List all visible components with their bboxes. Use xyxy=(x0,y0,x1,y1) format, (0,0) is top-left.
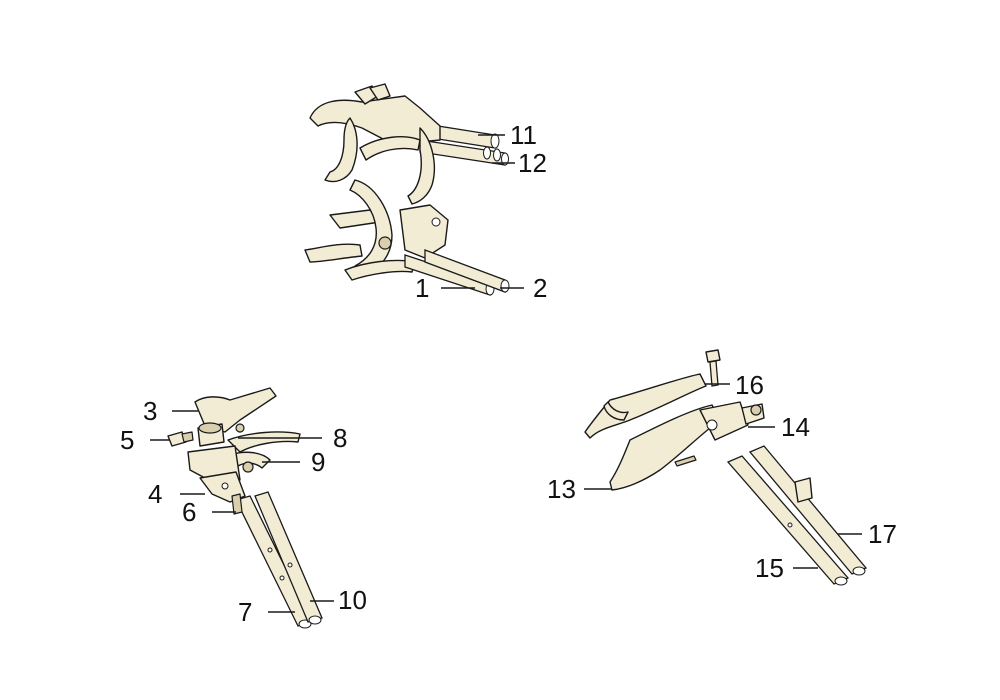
roll-pin xyxy=(674,455,697,467)
callout-6: 6 xyxy=(182,497,196,527)
bolt-16 xyxy=(705,349,721,387)
callout-9: 9 xyxy=(311,447,325,477)
shift-rail-12 xyxy=(419,139,509,166)
upper-shift-fork xyxy=(309,83,441,205)
callout-13: 13 xyxy=(547,474,576,504)
shift-fork-9 xyxy=(229,451,271,473)
callout-15: 15 xyxy=(755,553,784,583)
bolt-5 xyxy=(167,431,194,447)
shift-fork-16 xyxy=(584,373,707,439)
callout-8: 8 xyxy=(333,423,347,453)
callout-3: 3 xyxy=(143,396,157,426)
lower-shift-fork xyxy=(304,179,449,281)
callouts: 11 12 1 2 3 5 8 9 4 6 7 10 16 xyxy=(120,120,897,627)
callout-12: 12 xyxy=(518,148,547,178)
shift-rail-2 xyxy=(424,249,510,293)
callout-10: 10 xyxy=(338,585,367,615)
callout-16: 16 xyxy=(735,370,764,400)
callout-5: 5 xyxy=(120,425,134,455)
top-shift-fork-assembly xyxy=(304,83,510,296)
callout-7: 7 xyxy=(238,597,252,627)
shift-fork-13 xyxy=(609,401,765,491)
shift-rail-10 xyxy=(254,491,323,625)
callout-4: 4 xyxy=(148,479,162,509)
right-shift-fork-assembly xyxy=(584,349,868,586)
callout-11: 11 xyxy=(510,120,537,150)
pin-6 xyxy=(231,493,243,515)
shift-rail-17 xyxy=(748,445,868,576)
callout-2: 2 xyxy=(533,273,547,303)
shift-fork-3 xyxy=(194,387,277,447)
callout-14: 14 xyxy=(781,412,810,442)
callout-17: 17 xyxy=(868,519,897,549)
shift-rail-15 xyxy=(726,455,850,586)
left-shift-fork-assembly xyxy=(167,387,323,629)
callout-1: 1 xyxy=(415,273,429,303)
